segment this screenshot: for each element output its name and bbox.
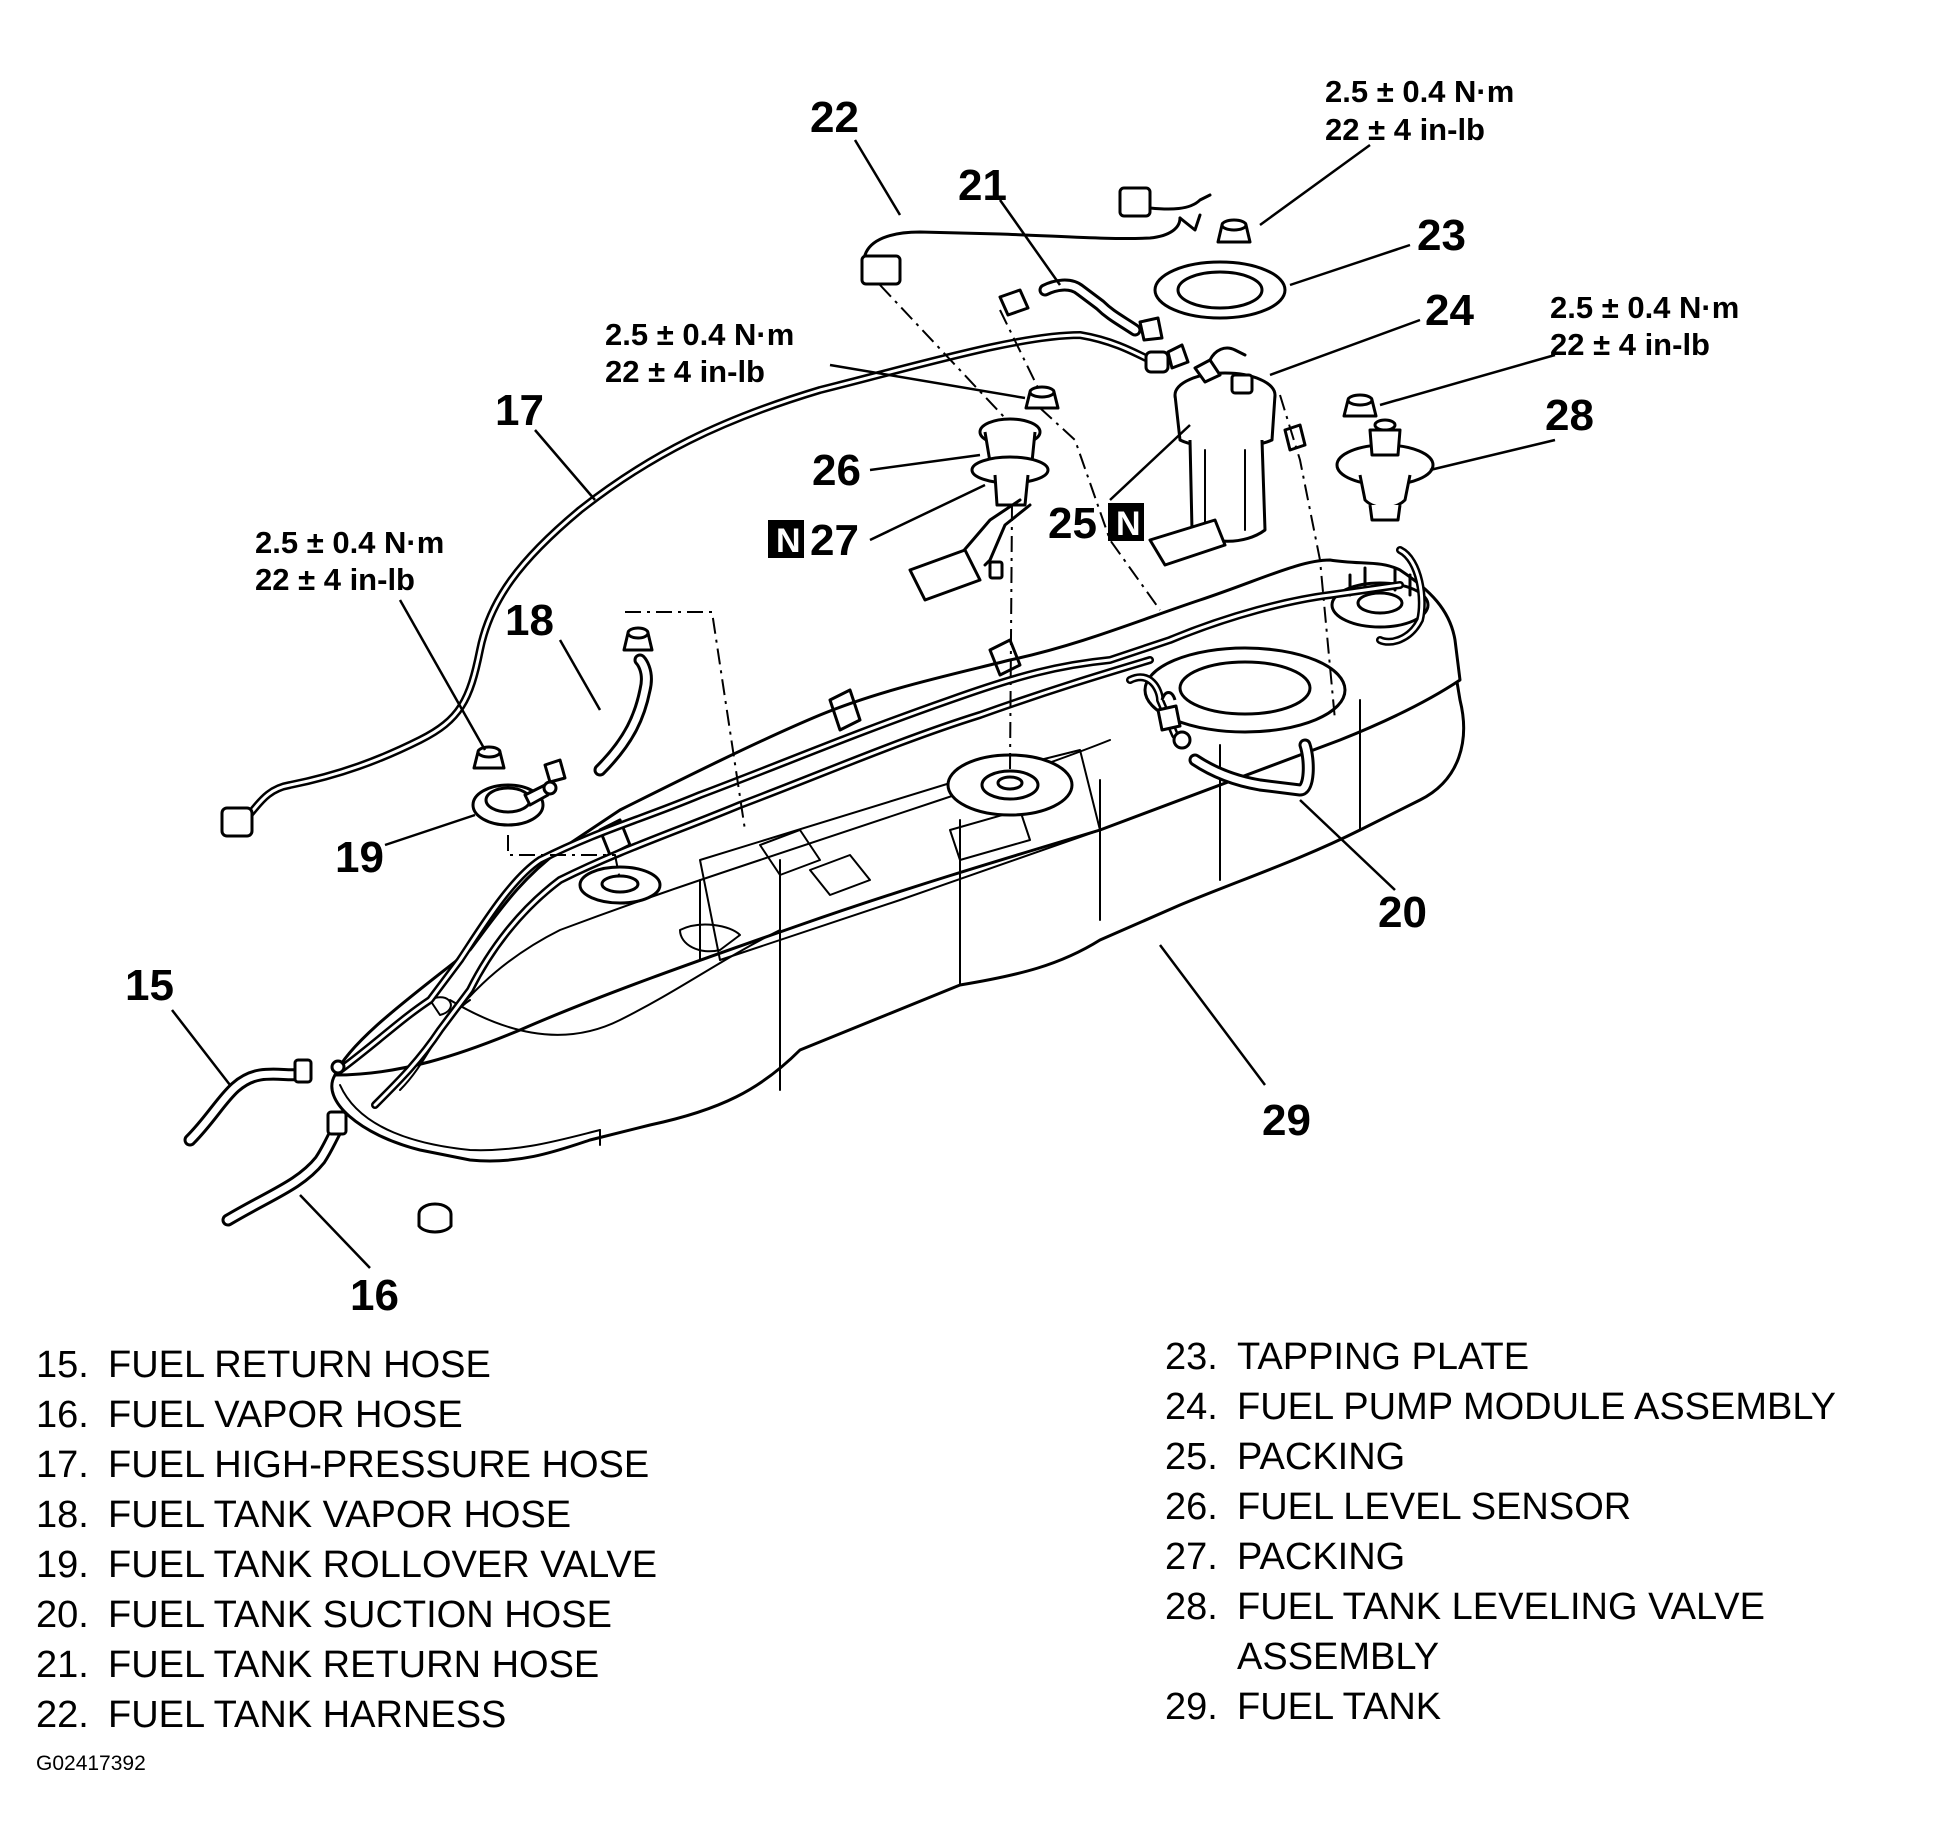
- fuel-tank-leveling-valve-assembly: [1335, 393, 1435, 522]
- fuel-tank-harness: [860, 186, 1212, 286]
- legend-item-16: 16.FUEL VAPOR HOSE: [36, 1394, 463, 1436]
- callout-22: 22: [810, 93, 859, 142]
- legend-item-20: 20.FUEL TANK SUCTION HOSE: [36, 1594, 612, 1636]
- svg-text:2.5 ± 0.4 N·m: 2.5 ± 0.4 N·m: [255, 525, 444, 560]
- callout-29: 29: [1262, 1096, 1311, 1145]
- legend-item-28: 28.FUEL TANK LEVELING VALVE: [1165, 1586, 1765, 1628]
- fuel-return-hose: [183, 1058, 346, 1147]
- callout-25: 25: [1048, 499, 1097, 548]
- fuel-vapor-hose: [221, 1110, 348, 1227]
- torque-spec-leveling-valve-nut: 2.5 ± 0.4 N·m 22 ± 4 in-lb: [1550, 290, 1739, 362]
- torque-spec-rollover-valve-nut: 2.5 ± 0.4 N·m 22 ± 4 in-lb: [255, 525, 444, 597]
- fuel-tank: [330, 558, 1466, 1234]
- legend-item-24: 24.FUEL PUMP MODULE ASSEMBLY: [1165, 1386, 1837, 1428]
- fuel-tank-vapor-hose: [593, 626, 654, 777]
- callout-19: 19: [335, 833, 384, 882]
- torque-spec-pump-nut: 2.5 ± 0.4 N·m 22 ± 4 in-lb: [1325, 74, 1514, 147]
- callout-15: 15: [125, 961, 174, 1010]
- callout-20: 20: [1378, 888, 1427, 937]
- svg-text:2.5 ± 0.4 N·m: 2.5 ± 0.4 N·m: [605, 317, 794, 352]
- fuel-level-sensor: [908, 385, 1060, 602]
- n-marker-25: N: [1108, 503, 1144, 543]
- callout-18: 18: [505, 596, 554, 645]
- legend-item-17: 17.FUEL HIGH-PRESSURE HOSE: [36, 1444, 650, 1486]
- svg-text:N: N: [776, 522, 801, 560]
- hose-clips: [1156, 423, 1307, 732]
- legend-item-15: 15.FUEL RETURN HOSE: [36, 1344, 491, 1386]
- fuel-pump-module-assembly: [1148, 343, 1277, 567]
- callout-28: 28: [1545, 391, 1594, 440]
- legend-item-28-continued: ASSEMBLY: [1237, 1636, 1440, 1678]
- fuel-tank-rollover-valve: [471, 745, 567, 827]
- alignment-lines: [507, 284, 1336, 881]
- legend-item-21: 21.FUEL TANK RETURN HOSE: [36, 1644, 600, 1686]
- fuel-tank-return-hose: [998, 278, 1164, 342]
- svg-text:N: N: [1116, 505, 1141, 543]
- legend-right: 23.TAPPING PLATE 24.FUEL PUMP MODULE ASS…: [1165, 1332, 1836, 1732]
- n-marker-27: N: [768, 520, 804, 560]
- callout-labels: 22 21 23 24 28 26 27 25 17 18 19 15 16 2…: [125, 93, 1594, 1320]
- tank-fuel-lines: [336, 546, 1426, 1109]
- tapping-plate: [1153, 218, 1287, 320]
- fuel-tank-suction-hose: [1172, 730, 1315, 797]
- legend-item-25: 25.PACKING: [1165, 1436, 1406, 1478]
- figure-id: G02417392: [36, 1752, 146, 1775]
- legend-item-19: 19.FUEL TANK ROLLOVER VALVE: [36, 1544, 658, 1586]
- callout-24: 24: [1425, 286, 1474, 335]
- svg-text:2.5 ± 0.4 N·m: 2.5 ± 0.4 N·m: [1325, 74, 1514, 109]
- leader-lines: [171, 139, 1556, 1269]
- svg-text:22 ± 4 in-lb: 22 ± 4 in-lb: [1325, 112, 1485, 147]
- svg-text:22 ± 4 in-lb: 22 ± 4 in-lb: [255, 562, 415, 597]
- legend-item-23: 23.TAPPING PLATE: [1165, 1336, 1530, 1378]
- callout-27: 27: [810, 516, 859, 565]
- callout-21: 21: [958, 161, 1007, 210]
- legend-item-18: 18.FUEL TANK VAPOR HOSE: [36, 1494, 572, 1536]
- legend-left: 15.FUEL RETURN HOSE 16.FUEL VAPOR HOSE 1…: [36, 1340, 657, 1740]
- torque-spec-level-sensor-nut: 2.5 ± 0.4 N·m 22 ± 4 in-lb: [605, 317, 794, 389]
- svg-text:22 ± 4 in-lb: 22 ± 4 in-lb: [1550, 327, 1710, 362]
- legend-item-27: 27.PACKING: [1165, 1536, 1406, 1578]
- legend-item-29: 29.FUEL TANK: [1165, 1686, 1442, 1728]
- legend-item-26: 26.FUEL LEVEL SENSOR: [1165, 1486, 1632, 1528]
- callout-16: 16: [350, 1271, 399, 1320]
- callout-17: 17: [495, 386, 544, 435]
- callout-23: 23: [1417, 211, 1466, 260]
- svg-text:2.5 ± 0.4 N·m: 2.5 ± 0.4 N·m: [1550, 290, 1739, 325]
- callout-26: 26: [812, 446, 861, 495]
- svg-text:22 ± 4 in-lb: 22 ± 4 in-lb: [605, 354, 765, 389]
- legend-item-22: 22.FUEL TANK HARNESS: [36, 1694, 507, 1736]
